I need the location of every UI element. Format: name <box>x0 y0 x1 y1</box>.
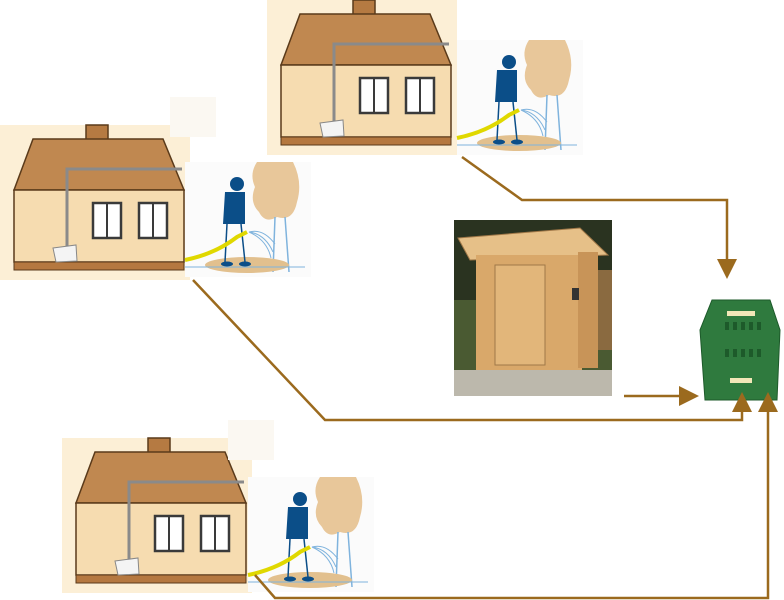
composter-bin <box>699 299 781 401</box>
gardener-illustration-top <box>455 38 585 157</box>
flow-arrow-top-house <box>461 155 737 279</box>
outhouse-photo <box>454 220 612 396</box>
gardener-illustration-bottom <box>246 475 376 594</box>
gardener-illustration-left <box>183 160 313 279</box>
house-illustration-bottom <box>60 436 254 595</box>
flow-arrow-left-house <box>192 279 752 422</box>
house-illustration-left <box>0 123 192 282</box>
faded-panel <box>170 97 216 137</box>
faded-panel <box>228 420 274 460</box>
flow-arrow-bottom-house <box>254 392 778 600</box>
house-illustration-top <box>265 0 459 157</box>
